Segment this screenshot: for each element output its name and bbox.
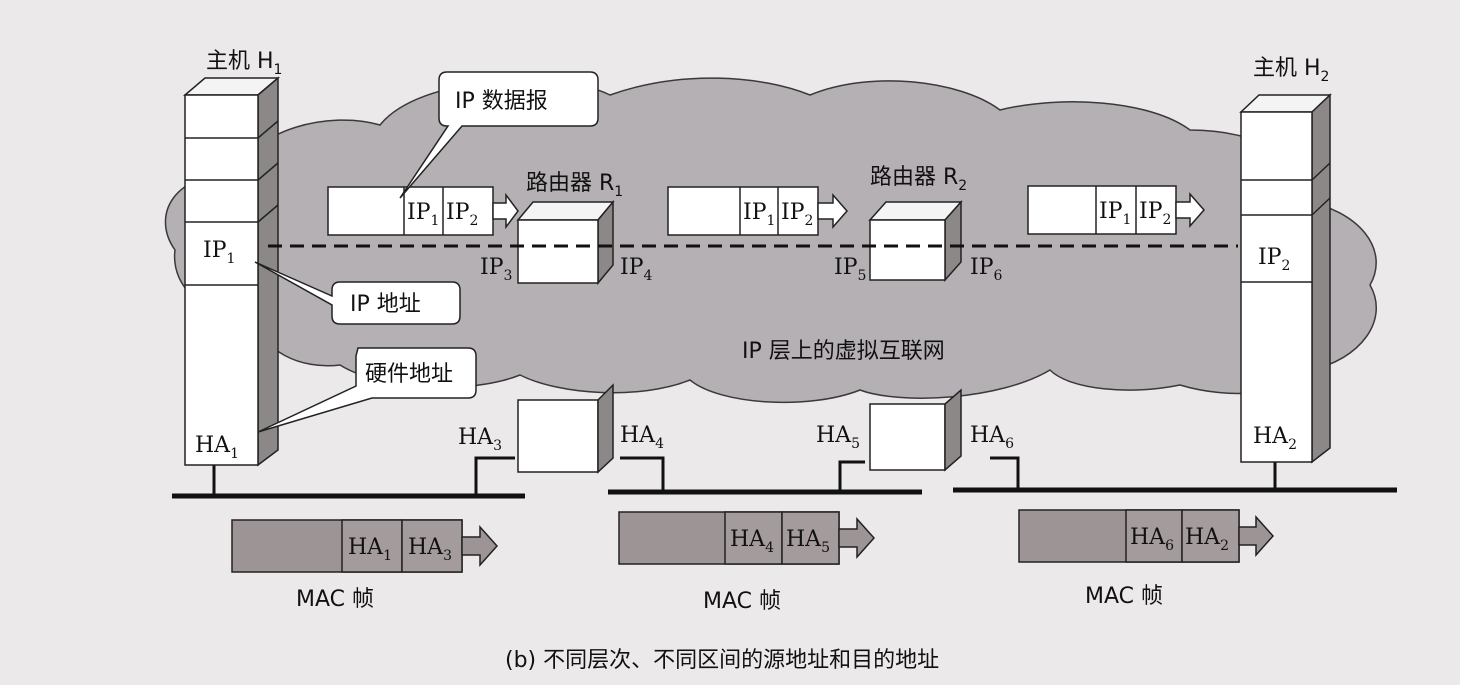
host-h1-ip: IP1 xyxy=(203,238,235,267)
mac-frame-2-dst: HA5 xyxy=(786,527,830,556)
router-r2-box xyxy=(868,200,963,472)
callout-hardware-address xyxy=(257,347,477,433)
host-h2-label: 主机 H2 xyxy=(1253,56,1329,85)
network-segments xyxy=(172,487,1397,499)
router-r1-ip-left: IP3 xyxy=(480,255,512,284)
mac-frame-2-src: HA4 xyxy=(730,527,774,556)
router-r2-ip-right: IP6 xyxy=(970,255,1003,284)
ip-datagram-3 xyxy=(1027,185,1205,235)
mac-frame-3 xyxy=(1018,509,1275,563)
figure-caption: (b) 不同层次、不同区间的源地址和目的地址 xyxy=(505,648,939,673)
router-r1-ha-right: HA4 xyxy=(620,423,664,452)
router-r1-ha-left: HA3 xyxy=(458,425,502,454)
host-h1-label: 主机 H1 xyxy=(206,49,282,78)
callout-ip-address-text: IP 地址 xyxy=(350,292,421,317)
mac-frame-1-src: HA1 xyxy=(348,535,392,564)
host-h1-ha: HA1 xyxy=(195,433,239,462)
mac-frame-3-label: MAC 帧 xyxy=(1085,584,1163,609)
callout-ip-address xyxy=(254,261,461,325)
router-r1-box xyxy=(516,199,615,474)
ip-datagram-3-src: IP1 xyxy=(1099,199,1131,228)
ip-datagram-2 xyxy=(667,186,848,236)
mac-frame-1-label: MAC 帧 xyxy=(296,587,374,612)
ip-datagram-3-dst: IP2 xyxy=(1139,199,1171,228)
ip-datagram-1 xyxy=(327,186,519,236)
mac-frame-3-dst: HA2 xyxy=(1185,525,1229,554)
router-r2-ip-left: IP5 xyxy=(834,255,866,284)
host-h1 xyxy=(182,76,281,467)
ip-datagram-2-src: IP1 xyxy=(743,200,775,229)
mac-frame-2 xyxy=(618,511,876,565)
callout-ip-datagram xyxy=(399,71,599,199)
router-r1-ip-right: IP4 xyxy=(620,255,653,284)
callout-ip-datagram-text: IP 数据报 xyxy=(455,89,548,114)
host-h2-ip: IP2 xyxy=(1258,245,1290,274)
host-h2-ha: HA2 xyxy=(1253,424,1297,453)
router-r2-label: 路由器 R2 xyxy=(870,165,967,194)
ip-datagram-1-dst: IP2 xyxy=(446,200,478,229)
ip-datagram-2-dst: IP2 xyxy=(781,200,813,229)
router-r2-ha-right: HA6 xyxy=(970,423,1014,452)
mac-frame-2-label: MAC 帧 xyxy=(703,589,781,614)
ip-datagram-1-src: IP1 xyxy=(407,200,439,229)
mac-frame-1 xyxy=(231,519,499,573)
cloud-label: IP 层上的虚拟互联网 xyxy=(742,339,945,364)
host-h2 xyxy=(1239,93,1332,464)
mac-frame-3-src: HA6 xyxy=(1130,525,1174,554)
callout-hardware-address-text: 硬件地址 xyxy=(365,362,453,387)
router-r1-label: 路由器 R1 xyxy=(526,171,623,200)
connectors xyxy=(212,456,1277,496)
router-r2-ha-left: HA5 xyxy=(816,423,860,452)
mac-frame-1-dst: HA3 xyxy=(408,535,452,564)
